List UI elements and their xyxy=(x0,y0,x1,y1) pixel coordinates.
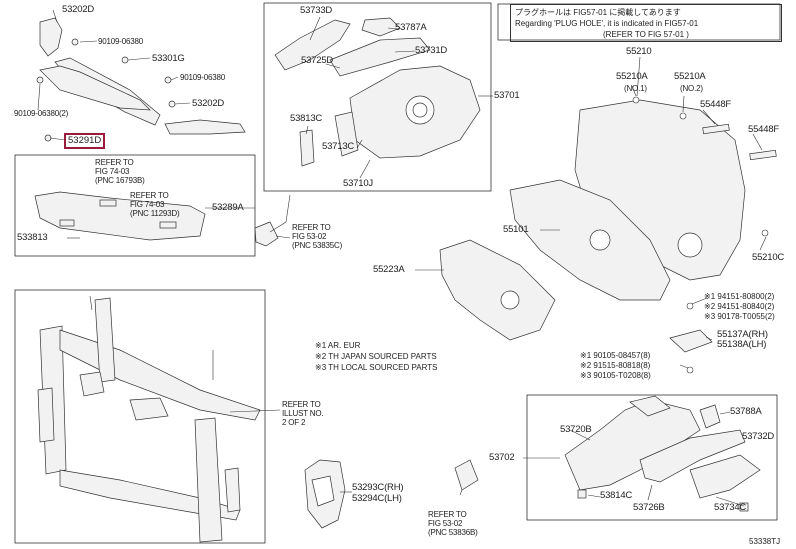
part-label-53732d[interactable]: 53732D xyxy=(742,431,775,442)
note-line-english: Regarding 'PLUG HOLE', it is indicated i… xyxy=(515,19,699,28)
part-label-55210a-1[interactable]: 55210A xyxy=(616,71,648,82)
part-label-90109-06380-a[interactable]: 90109-06380 xyxy=(98,37,143,46)
box-bottom-left xyxy=(14,289,266,544)
part-label-53734c[interactable]: 53734C xyxy=(714,502,747,513)
note-box: プラグホールは FIG57-01 に掲載してあります Regarding 'PL… xyxy=(510,4,782,42)
part-label-55223a[interactable]: 55223A xyxy=(373,264,405,275)
part-label-53301g[interactable]: 53301G xyxy=(152,53,185,64)
part-label-53381g[interactable]: 533813 xyxy=(17,232,48,243)
note-line-japanese: プラグホールは FIG57-01 に掲載してあります xyxy=(515,8,681,17)
part-label-53202d-b[interactable]: 53202D xyxy=(192,98,225,109)
note-line-refer: (REFER TO FIG 57-01 ) xyxy=(603,30,689,39)
legend-local-sourced: ※3 TH LOCAL SOURCED PARTS xyxy=(315,363,438,372)
part-label-53713c[interactable]: 53713C xyxy=(322,141,355,152)
part-label-55448f-b[interactable]: 55448F xyxy=(748,124,780,135)
part-label-53710j[interactable]: 53710J xyxy=(343,178,373,189)
box-bottom-right xyxy=(526,394,778,521)
legend-japan-sourced: ※2 TH JAPAN SOURCED PARTS xyxy=(315,352,437,361)
part-label-90109-06380-c[interactable]: 90109-06380(2) xyxy=(14,109,69,118)
part-label-53787a[interactable]: 53787A xyxy=(395,22,427,33)
radiator-support xyxy=(37,297,261,543)
box-top-center xyxy=(263,2,492,192)
part-label-55138a[interactable]: 55138A(LH) xyxy=(717,339,767,350)
apron-assembly xyxy=(454,395,761,512)
fastener-91515-80818[interactable]: ※2 91515-80818(8) xyxy=(580,361,651,370)
fastener-90178-t0055[interactable]: ※3 90178-T0055(2) xyxy=(704,312,775,321)
left-mid-part xyxy=(34,191,206,241)
part-label-55137a[interactable]: 55137A(RH) xyxy=(717,329,768,340)
part-label-53725d[interactable]: 53725D xyxy=(301,55,334,66)
part-label-55210[interactable]: 55210 xyxy=(626,46,652,57)
part-label-53788a[interactable]: 53788A xyxy=(730,406,762,417)
part-label-55448f-a[interactable]: 55448F xyxy=(700,99,732,110)
part-label-53813c[interactable]: 53813C xyxy=(290,113,323,124)
part-label-55210a-1-note: (NO.1) xyxy=(624,84,647,93)
dash-panel xyxy=(439,99,777,353)
part-label-53733d[interactable]: 53733D xyxy=(300,5,333,16)
part-label-53202d[interactable]: 53202D xyxy=(62,4,95,15)
legend-ar-eur: ※1 AR. EUR xyxy=(315,341,361,350)
part-label-53701[interactable]: 53701 xyxy=(494,90,520,101)
part-label-53814c[interactable]: 53814C xyxy=(600,490,633,501)
part-label-53293c[interactable]: 53293C(RH) xyxy=(352,482,404,493)
highlighted-part-53291d[interactable]: 53291D xyxy=(64,133,106,149)
part-label-55210c[interactable]: 55210C xyxy=(752,252,785,263)
part-label-55101[interactable]: 55101 xyxy=(503,224,529,235)
box-left-mid xyxy=(14,154,256,257)
diagram-code: 53338TJ xyxy=(749,537,781,546)
part-label-53726b[interactable]: 53726B xyxy=(633,502,665,513)
part-label-55210a-2[interactable]: 55210A xyxy=(674,71,706,82)
part-label-53720b[interactable]: 53720B xyxy=(560,424,592,435)
fastener-90105-08457[interactable]: ※1 90105-08457(8) xyxy=(580,351,651,360)
part-label-53702[interactable]: 53702 xyxy=(489,452,515,463)
fastener-94151-80840[interactable]: ※2 94151-80840(2) xyxy=(704,302,775,311)
top-left-parts xyxy=(36,17,246,142)
part-label-53294c[interactable]: 53294C(LH) xyxy=(352,493,402,504)
part-label-53731d[interactable]: 53731D xyxy=(415,45,448,56)
cowl-assembly xyxy=(274,17,481,167)
part-label-53289a[interactable]: 53289A xyxy=(212,202,244,213)
part-label-90109-06380-b[interactable]: 90109-06380 xyxy=(180,73,225,82)
part-label-55210a-2-note: (NO.2) xyxy=(680,84,703,93)
fastener-90105-t0208[interactable]: ※3 90105-T0208(8) xyxy=(580,371,651,380)
fastener-94151-80800[interactable]: ※1 94151-80800(2) xyxy=(704,292,775,301)
